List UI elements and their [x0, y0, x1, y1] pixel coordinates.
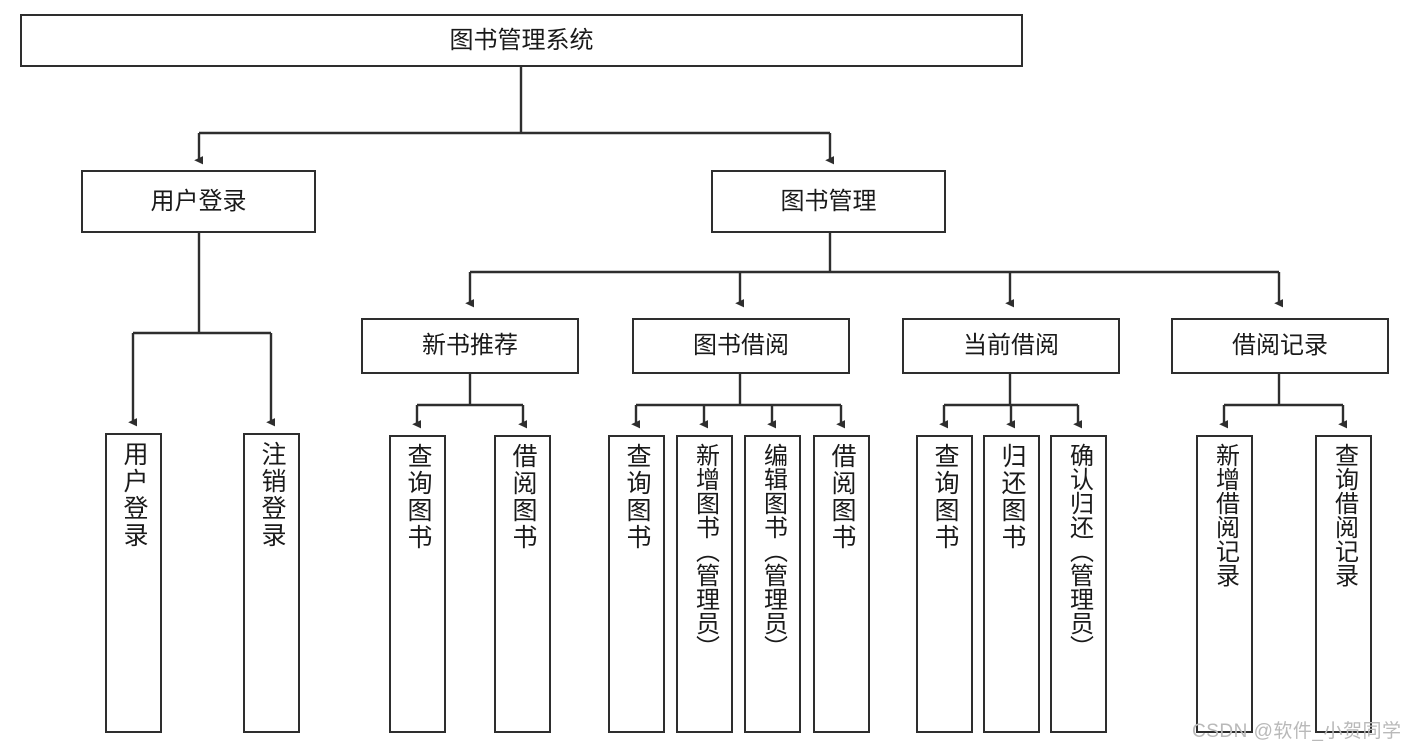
node-label: 借阅记录 [1232, 332, 1328, 359]
node-current-borrow[interactable]: 当前借阅 [902, 318, 1120, 374]
node-label: 当前借阅 [963, 332, 1059, 359]
node-book-borrow[interactable]: 图书借阅 [632, 318, 850, 374]
leaf-new-book-borrow[interactable]: 借阅图书 [494, 435, 551, 733]
leaf-return-book[interactable]: 归还图书 [983, 435, 1040, 733]
node-label: 新增图书（管理员） [691, 443, 719, 659]
node-root-system[interactable]: 图书管理系统 [20, 14, 1023, 67]
node-label: 查询图书 [931, 443, 959, 551]
node-new-book-recommend[interactable]: 新书推荐 [361, 318, 579, 374]
node-label: 借阅图书 [509, 443, 537, 551]
node-label: 用户登录 [120, 441, 148, 549]
leaf-user-login[interactable]: 用户登录 [105, 433, 162, 733]
node-label: 新书推荐 [422, 332, 518, 359]
node-label: 图书管理 [780, 187, 877, 215]
node-borrow-record[interactable]: 借阅记录 [1171, 318, 1389, 374]
leaf-borrow-query-book[interactable]: 查询图书 [608, 435, 665, 733]
leaf-add-book-admin[interactable]: 新增图书（管理员） [676, 435, 733, 733]
node-label: 新增借阅记录 [1211, 443, 1239, 587]
node-label: 归还图书 [998, 443, 1026, 551]
node-label: 图书管理系统 [449, 26, 594, 54]
node-label: 编辑图书（管理员） [759, 443, 787, 659]
leaf-confirm-return-admin[interactable]: 确认归还（管理员） [1050, 435, 1107, 733]
node-label: 借阅图书 [828, 443, 856, 551]
node-label: 查询图书 [623, 443, 651, 551]
csdn-watermark: CSDN @软件_小贺同学 [1192, 721, 1402, 742]
leaf-new-book-query[interactable]: 查询图书 [389, 435, 446, 733]
node-user-login[interactable]: 用户登录 [81, 170, 316, 233]
node-label: 图书借阅 [693, 332, 789, 359]
node-label: 用户登录 [150, 187, 247, 215]
leaf-current-query-book[interactable]: 查询图书 [916, 435, 973, 733]
node-label: 确认归还（管理员） [1065, 443, 1093, 659]
node-book-management[interactable]: 图书管理 [711, 170, 946, 233]
node-label: 注销登录 [258, 441, 286, 549]
leaf-borrow-book[interactable]: 借阅图书 [813, 435, 870, 733]
node-label: 查询借阅记录 [1330, 443, 1358, 587]
leaf-edit-book-admin[interactable]: 编辑图书（管理员） [744, 435, 801, 733]
leaf-query-borrow-record[interactable]: 查询借阅记录 [1315, 435, 1372, 733]
leaf-logout[interactable]: 注销登录 [243, 433, 300, 733]
node-label: 查询图书 [404, 443, 432, 551]
leaf-add-borrow-record[interactable]: 新增借阅记录 [1196, 435, 1253, 733]
